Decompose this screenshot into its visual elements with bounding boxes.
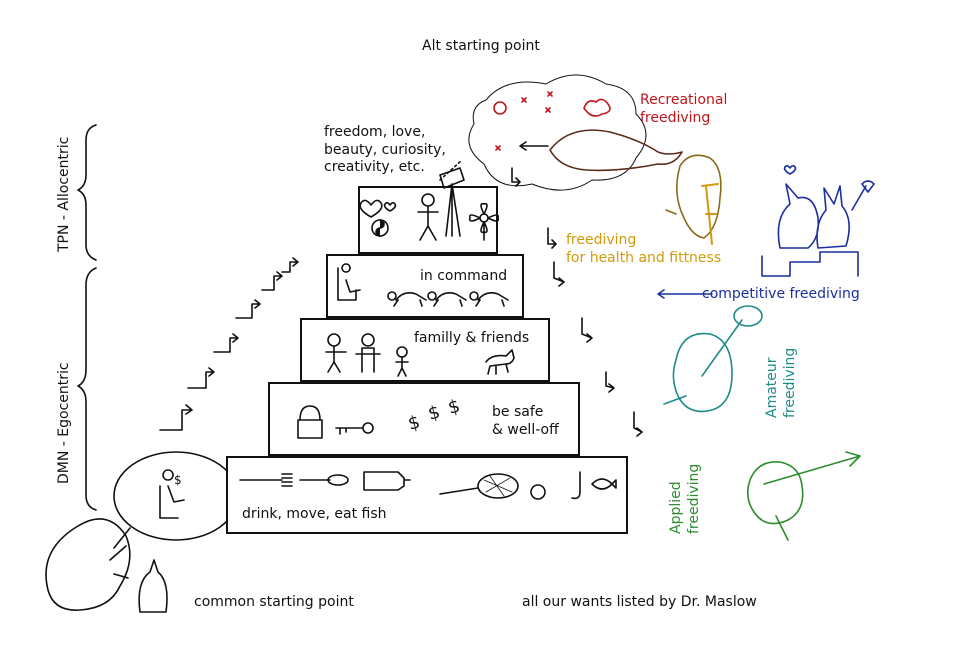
dollar-icon: $	[174, 473, 182, 487]
dmn-egocentric-label: DMN - Egocentric	[56, 362, 72, 484]
small-animal-figure	[138, 559, 168, 613]
recreational-arrow	[519, 141, 549, 151]
competitive-figures	[777, 180, 875, 249]
crutch-icon	[701, 183, 719, 245]
seal-figure	[549, 129, 683, 172]
level-3-label: familly & friends	[414, 330, 530, 346]
amateur-walrus-figure	[663, 332, 733, 413]
butterfly-net-icon	[701, 319, 743, 377]
level-1-label: drink, move, eat fish	[242, 506, 387, 522]
tpn-brace	[77, 124, 97, 261]
walrus-figure	[45, 518, 131, 611]
pyramid-level-4	[326, 254, 524, 318]
competitive-arrow	[657, 289, 713, 299]
competitive-freediving-label: competitive freediving	[702, 286, 860, 302]
applied-freediving-label: Applied freediving	[668, 463, 702, 534]
level-5-label: freedom, love, beauty, curiosity, creati…	[324, 124, 446, 175]
tpn-allocentric-label: TPN - Allocentric	[56, 136, 72, 252]
amateur-freediving-label: Amateur freediving	[764, 347, 798, 418]
dream-cloud	[468, 74, 647, 191]
stair-arrows-right	[511, 167, 643, 437]
common-starting-point-label: common starting point	[194, 594, 354, 610]
level-2-label: be safe & well-off	[492, 404, 559, 438]
stair-arrows-left	[159, 257, 299, 431]
recreational-freediving-label: Recreational freediving	[640, 92, 728, 126]
pyramid-level-5	[358, 186, 498, 254]
dmn-brace	[77, 267, 97, 511]
spear-icon	[763, 451, 861, 485]
health-walrus-figure	[665, 154, 722, 239]
thought-bubble	[113, 451, 239, 541]
health-freediving-label: freediving for health and fittness	[566, 232, 722, 266]
pyramid-level-1	[226, 456, 628, 534]
pyramid-level-3	[300, 318, 550, 382]
level-4-label: in command	[420, 268, 508, 284]
alt-starting-point-label: Alt starting point	[422, 38, 540, 54]
applied-figure	[746, 461, 804, 541]
pyramid-level-2	[268, 382, 580, 456]
podium	[761, 251, 859, 277]
maslow-wants-label: all our wants listed by Dr. Maslow	[522, 594, 757, 610]
